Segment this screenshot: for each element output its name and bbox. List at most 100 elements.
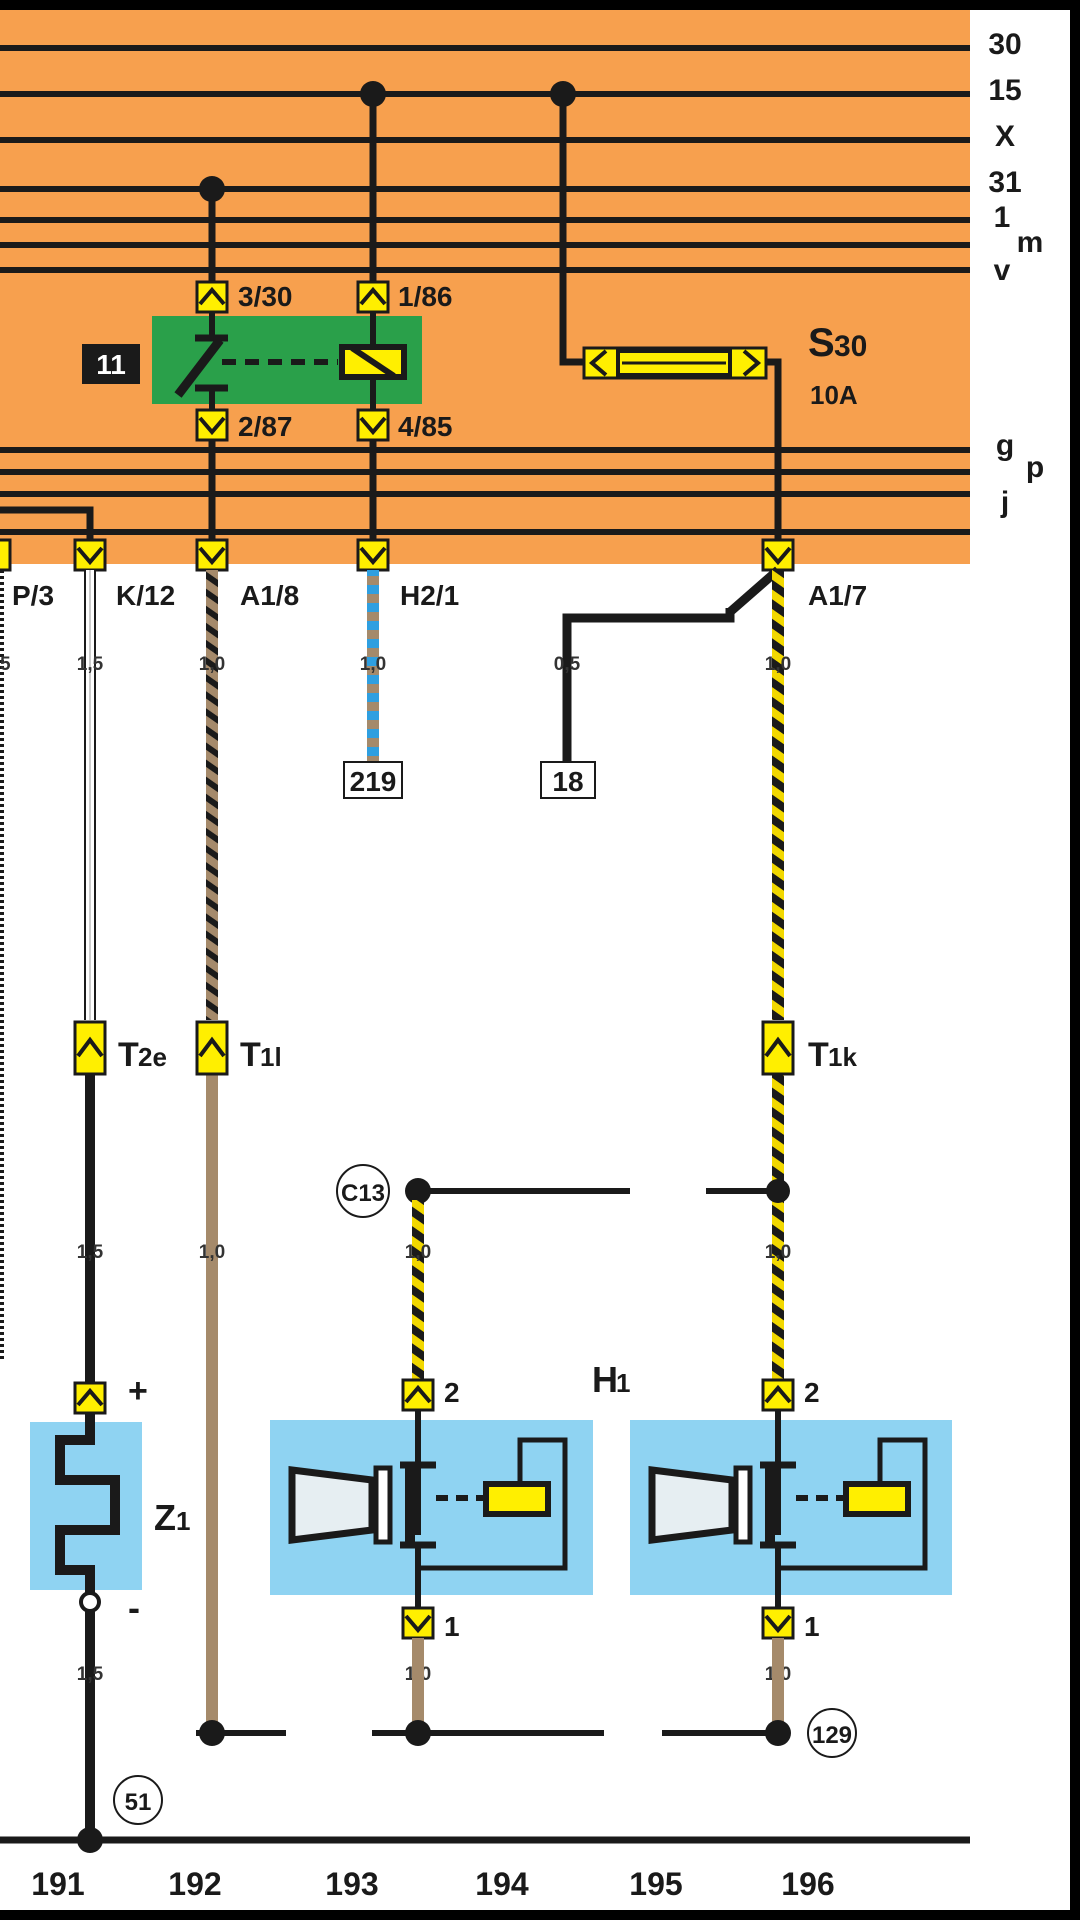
gauge-label: 1,0 bbox=[405, 1242, 431, 1263]
horn-b-icon bbox=[648, 1405, 928, 1610]
gauge-label: 1,0 bbox=[765, 654, 791, 675]
rail-label-p: p bbox=[1026, 451, 1044, 484]
gauge-label: 5 bbox=[0, 654, 11, 675]
internal-wiring bbox=[0, 94, 782, 550]
column-number: 195 bbox=[629, 1866, 682, 1902]
horn-sub-label: 1 bbox=[616, 1368, 630, 1398]
horn-a-icon bbox=[288, 1405, 568, 1610]
horn-a-pin-top: 2 bbox=[444, 1377, 460, 1408]
junction-dot bbox=[405, 1720, 431, 1746]
horn-b-pin-top: 2 bbox=[804, 1377, 820, 1408]
gauge-label: 1,0 bbox=[765, 1242, 791, 1263]
connector-icon bbox=[356, 280, 390, 314]
reference-129-label: 129 bbox=[812, 1722, 852, 1749]
reference-c13-label: C13 bbox=[341, 1180, 385, 1207]
relay-pin-86-label: 1/86 bbox=[398, 281, 453, 312]
frame-top bbox=[0, 0, 1080, 10]
connector-icon bbox=[761, 1606, 795, 1640]
bus-rails bbox=[0, 45, 970, 535]
column-number: 196 bbox=[781, 1866, 834, 1902]
frame-right bbox=[1070, 0, 1080, 1920]
terminal-t2e-main: T bbox=[118, 1036, 139, 1074]
column-number: 192 bbox=[168, 1866, 221, 1902]
terminal-t1l-icon bbox=[195, 1020, 229, 1076]
junction-dot bbox=[77, 1827, 103, 1853]
connector-icon bbox=[0, 538, 12, 572]
heater-element-icon bbox=[55, 1410, 120, 1595]
frame-bottom bbox=[0, 1910, 1080, 1920]
gauge-label: 1,5 bbox=[77, 1664, 104, 1685]
terminal-t1l-main: T bbox=[240, 1036, 261, 1074]
connector-icon bbox=[73, 1381, 107, 1415]
terminal-ring-icon bbox=[79, 1591, 101, 1613]
reference-129-circle bbox=[807, 1708, 857, 1758]
connector-icon bbox=[401, 1606, 435, 1640]
rail-label-x: X bbox=[995, 120, 1015, 153]
reference-51-circle bbox=[113, 1775, 163, 1825]
reference-18-label: 18 bbox=[552, 766, 583, 797]
terminal-t1l-sub: 1l bbox=[260, 1042, 282, 1072]
column-number: 191 bbox=[31, 1866, 84, 1902]
connector-label-a18: A1/8 bbox=[240, 580, 299, 611]
junction-dot bbox=[765, 1720, 791, 1746]
gauge-label: 1,0 bbox=[199, 654, 225, 675]
terminal-t1k-sub: 1k bbox=[828, 1042, 857, 1072]
heater-main-label: Z bbox=[154, 1497, 176, 1538]
gauge-label: 1,5 bbox=[77, 1242, 104, 1263]
gauge-label: 1,0 bbox=[360, 654, 386, 675]
gauge-label: 1,5 bbox=[77, 654, 104, 675]
connector-icon bbox=[356, 538, 390, 572]
heater-z1-box bbox=[30, 1422, 142, 1590]
fuse-label-number: 30 bbox=[834, 330, 867, 363]
heater-plus-label: + bbox=[128, 1372, 148, 1410]
horn-a-pin-bottom: 1 bbox=[444, 1611, 460, 1642]
rail-label-j: j bbox=[1000, 486, 1009, 519]
reference-51-label: 51 bbox=[125, 1789, 152, 1816]
reference-219-label: 219 bbox=[350, 766, 397, 797]
connector-label-a17: A1/7 bbox=[808, 580, 867, 611]
horn-b-pin-bottom: 1 bbox=[804, 1611, 820, 1642]
rail-label-1: 1 bbox=[994, 201, 1011, 234]
reference-box-219 bbox=[343, 761, 403, 799]
heater-minus-label: - bbox=[128, 1587, 140, 1628]
fuse-label-letter: S bbox=[808, 321, 835, 365]
rail-label-31: 31 bbox=[988, 166, 1021, 199]
relay-pin-30-label: 3/30 bbox=[238, 281, 293, 312]
fuse-rating: 10A bbox=[810, 380, 858, 410]
junction-dot bbox=[405, 1178, 431, 1204]
relay-pin-85-label: 4/85 bbox=[398, 411, 453, 442]
horn-main-label: H bbox=[592, 1359, 618, 1400]
junction-dot bbox=[199, 1720, 225, 1746]
connector-label-p3: P/3 bbox=[12, 580, 54, 611]
connector-icon bbox=[73, 538, 107, 572]
gauge-label: 0,5 bbox=[554, 654, 581, 675]
terminal-t1k-main: T bbox=[808, 1036, 829, 1074]
connector-icon bbox=[195, 538, 229, 572]
reference-c13-circle bbox=[336, 1164, 390, 1218]
column-number: 193 bbox=[325, 1866, 378, 1902]
relay-id: 11 bbox=[96, 349, 126, 380]
heater-sub-label: 1 bbox=[176, 1506, 190, 1536]
rail-label-v: v bbox=[994, 254, 1011, 287]
connector-icon bbox=[761, 538, 795, 572]
terminal-t2e-sub: 2e bbox=[138, 1042, 167, 1072]
reference-box-18 bbox=[540, 761, 596, 799]
connector-icon bbox=[401, 1378, 435, 1412]
fuse-icon bbox=[582, 346, 768, 380]
rail-label-30: 30 bbox=[988, 28, 1021, 61]
terminal-t2e-icon bbox=[73, 1020, 107, 1076]
connector-label-k12: K/12 bbox=[116, 580, 175, 611]
connector-icon bbox=[761, 1378, 795, 1412]
connector-icon bbox=[195, 280, 229, 314]
wire-to-18-diagonal bbox=[727, 566, 781, 616]
connector-icon bbox=[195, 408, 229, 442]
connector-icon bbox=[356, 408, 390, 442]
relay-id-badge bbox=[82, 344, 140, 384]
rail-label-15: 15 bbox=[988, 74, 1021, 107]
column-number: 194 bbox=[475, 1866, 529, 1902]
terminal-t1k-icon bbox=[761, 1020, 795, 1076]
rail-label-g: g bbox=[996, 429, 1014, 462]
rail-label-m: m bbox=[1017, 226, 1044, 259]
